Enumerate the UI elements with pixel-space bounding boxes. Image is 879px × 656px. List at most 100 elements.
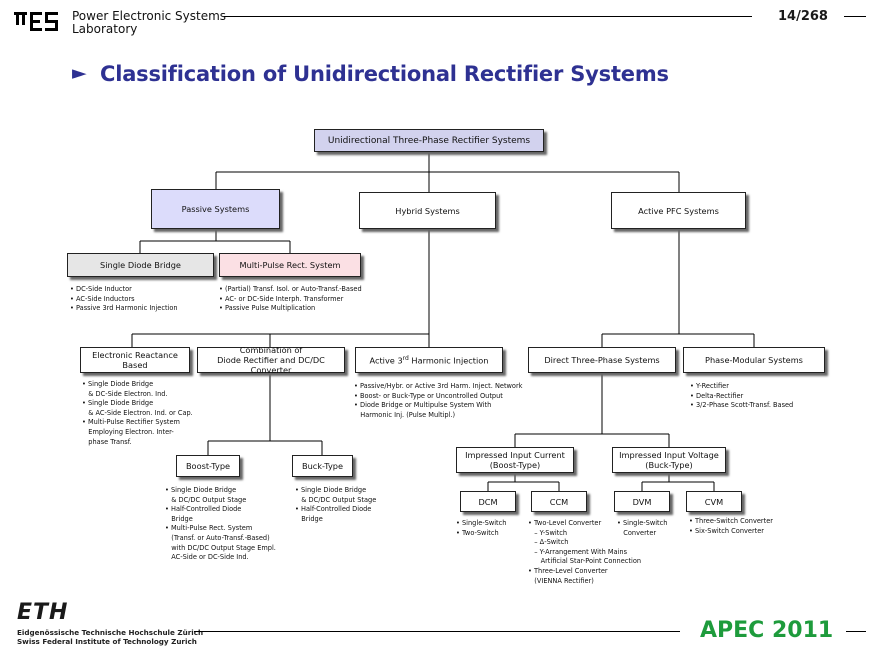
passive-systems-label: Passive Systems [181, 204, 250, 214]
note-item: • (Partial) Transf. Isol. or Auto-Transf… [219, 285, 362, 293]
root-box: Unidirectional Three-Phase Rectifier Sys… [314, 129, 544, 152]
note-item: • DC-Side Inductor [70, 285, 132, 293]
note-item: • 3/2-Phase Scott-Transf. Based [690, 401, 794, 410]
note-item: • Single Diode Bridge [165, 486, 237, 494]
note-item: • Half-Controlled Diode [295, 505, 372, 514]
pes-logo [14, 12, 58, 31]
cvm-box: CVM [686, 491, 742, 512]
page-number: 14/268 [778, 9, 828, 24]
dvm-label: DVM [632, 496, 652, 507]
impressed-current-line1: Impressed Input Current [465, 450, 565, 460]
boost-type-box: Boost-Type [176, 455, 240, 477]
note-item: • Single Diode Bridge [82, 399, 154, 408]
root-box-label: Unidirectional Three-Phase Rectifier Sys… [327, 135, 531, 146]
note-item: • Three-Level Converter [528, 566, 608, 575]
notes-active-3rd-harmonic: • Passive/Hybr. or Active 3rd Harm. Inje… [354, 382, 523, 420]
note-item: – Δ-Switch [528, 538, 569, 547]
note-item: & DC-Side Electron. Ind. [82, 389, 168, 398]
note-item: • Six-Switch Converter [689, 526, 765, 535]
active-pfc-box: Active PFC Systems [611, 192, 746, 229]
note-item: Harmonic Inj. (Pulse Multipl.) [354, 410, 456, 419]
hybrid-systems-label: Hybrid Systems [395, 205, 460, 216]
note-item: • Y-Rectifier [690, 382, 729, 390]
note-item: Bridge [295, 514, 323, 523]
note-item: – Y-Arrangement With Mains [528, 547, 628, 556]
note-item: Artificial Star-Point Connection [528, 557, 642, 566]
electronic-reactance-label: Electronic Reactance Based [92, 350, 178, 370]
notes-dvm: • Single-Switch Converter [617, 519, 667, 538]
dcm-label: DCM [478, 496, 498, 507]
note-item: • Single Diode Bridge [295, 486, 367, 494]
impressed-voltage-line2: (Buck-Type) [645, 460, 693, 470]
eth-institution: Eidgenössische Technische Hochschule Zür… [17, 628, 203, 646]
direct-three-phase-box: Direct Three-Phase Systems [528, 347, 676, 373]
note-item: • Delta-Rectifier [690, 391, 744, 400]
note-item: • Single Diode Bridge [82, 380, 154, 388]
passive-systems-box: Passive Systems [151, 189, 280, 229]
apec-logo: APEC 2011 [700, 618, 834, 643]
note-item: – Y-Switch [528, 528, 568, 537]
boost-type-label: Boost-Type [185, 461, 231, 471]
multi-pulse-box: Multi-Pulse Rect. System [219, 253, 361, 277]
active-pfc-label: Active PFC Systems [638, 205, 719, 216]
eth-institution-line2: Swiss Federal Institute of Technology Zu… [17, 637, 197, 646]
phase-modular-label: Phase-Modular Systems [705, 355, 803, 365]
slide-title: Classification of Unidirectional Rectifi… [100, 62, 669, 86]
active-3rd-harmonic-label: Active 3rd Harmonic Injection [369, 355, 489, 366]
note-item: Bridge [165, 514, 193, 523]
combination-line1: Combination of [239, 345, 303, 355]
combination-line2: Diode Rectifier and DC/DC Converter [217, 355, 325, 375]
note-item: & DC/DC Output Stage [165, 495, 247, 504]
cvm-label: CVM [704, 496, 724, 507]
note-item: • Multi-Pulse Rectifier System [82, 418, 180, 427]
notes-phase-modular: • Y-Rectifier • Delta-Rectifier • 3/2-Ph… [690, 382, 793, 411]
note-item: • Three-Switch Converter [689, 517, 773, 525]
note-item: • AC- or DC-Side Interph. Transformer [219, 294, 344, 303]
single-diode-bridge-box: Single Diode Bridge [67, 253, 214, 277]
buck-type-label: Buck-Type [301, 461, 344, 471]
note-item: Employing Electron. Inter- [82, 427, 174, 436]
notes-ccm: • Two-Level Converter – Y-Switch – Δ-Swi… [528, 519, 641, 586]
lab-name-line1: Power Electronic Systems [72, 9, 227, 23]
note-item: & DC/DC Output Stage [295, 495, 377, 504]
ccm-box: CCM [531, 491, 587, 512]
notes-buck-type: • Single Diode Bridge & DC/DC Output Sta… [295, 486, 376, 524]
single-diode-bridge-label: Single Diode Bridge [100, 260, 181, 270]
electronic-reactance-box: Electronic Reactance Based [80, 347, 190, 373]
impressed-voltage-line1: Impressed Input Voltage [619, 450, 719, 460]
note-item: • Two-Switch [456, 528, 499, 537]
notes-single-diode: • DC-Side Inductor • AC-Side Inductors •… [70, 285, 178, 314]
note-item: • Single-Switch [617, 519, 668, 527]
title-bullet-icon: ► [72, 62, 87, 84]
note-item: & AC-Side Electron. Ind. or Cap. [82, 408, 193, 417]
dcm-box: DCM [460, 491, 516, 512]
eth-logo: ETH [17, 600, 69, 625]
note-item: • AC-Side Inductors [70, 294, 135, 303]
note-item: Converter [617, 528, 657, 537]
header-rule-left [224, 16, 752, 17]
dvm-box: DVM [614, 491, 670, 512]
eth-institution-line1: Eidgenössische Technische Hochschule Zür… [17, 628, 204, 637]
combination-box: Combination of Diode Rectifier and DC/DC… [197, 345, 345, 375]
active-3rd-harmonic-box: Active 3rd Harmonic Injection [355, 347, 503, 373]
note-item: • Passive Pulse Multiplication [219, 304, 316, 313]
note-item: • Half-Controlled Diode [165, 505, 242, 514]
note-item: • Multi-Pulse Rect. System [165, 524, 253, 533]
hybrid-systems-box: Hybrid Systems [359, 192, 496, 229]
footer-rule-right [846, 631, 866, 632]
buck-type-box: Buck-Type [292, 455, 353, 477]
note-item: (VIENNA Rectifier) [528, 576, 594, 585]
footer-rule-left [194, 631, 680, 632]
impressed-current-box: Impressed Input Current (Boost-Type) [456, 447, 574, 473]
note-item: • Two-Level Converter [528, 519, 602, 527]
header-rule-right [844, 16, 866, 17]
note-item: phase Transf. [82, 437, 132, 446]
note-item: • Passive/Hybr. or Active 3rd Harm. Inje… [354, 382, 523, 390]
ccm-label: CCM [549, 496, 569, 507]
note-item: • Passive 3rd Harmonic Injection [70, 304, 178, 313]
notes-multi-pulse: • (Partial) Transf. Isol. or Auto-Transf… [219, 285, 362, 314]
impressed-current-line2: (Boost-Type) [489, 460, 541, 470]
note-item: • Diode Bridge or Multipulse System With [354, 401, 492, 410]
notes-dcm: • Single-Switch • Two-Switch [456, 519, 506, 538]
